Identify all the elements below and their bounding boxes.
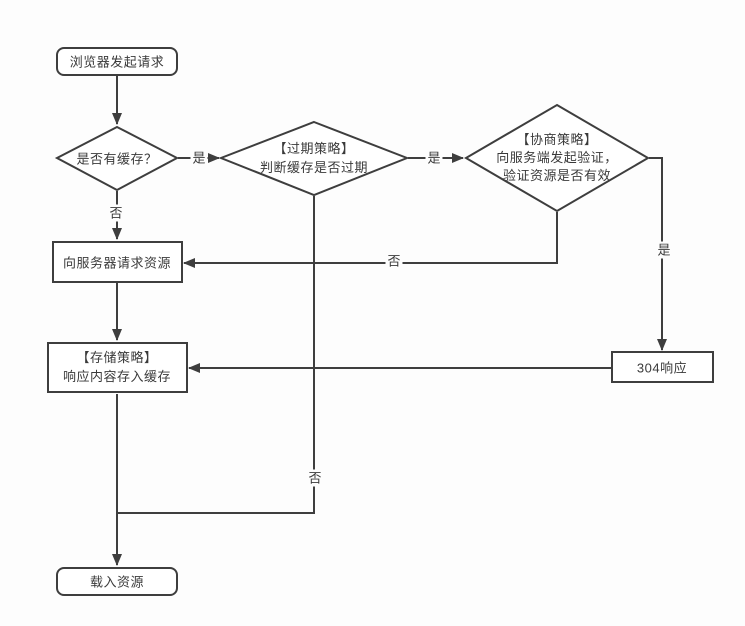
node-304-response: [611, 351, 714, 383]
edge-negotiate-yes-to-304: [649, 157, 667, 351]
start-label: 浏览器发起请求: [69, 54, 165, 70]
edge-label-negotiate-yes: 是: [655, 241, 673, 259]
expire-strategy-line1: 【过期策略】: [273, 141, 355, 156]
has-cache-label: 是否有缓存？: [76, 151, 158, 167]
store-strategy-label: 【存储策略】 响应内容存入缓存: [63, 348, 171, 386]
request-server-label: 向服务器请求资源: [62, 255, 172, 271]
store-strategy-line1: 【存储策略】: [76, 350, 158, 365]
load-resource-label: 载入资源: [89, 574, 145, 590]
node-start: [56, 47, 178, 76]
negotiate-strategy-line2: 向服务端发起验证，: [496, 150, 618, 165]
expire-strategy-label: 【过期策略】 判断缓存是否过期: [260, 139, 368, 177]
node-store-strategy: [47, 342, 188, 393]
edge-label-hascache-yes: 是: [190, 149, 208, 167]
edge-label-expire-yes: 是: [425, 149, 443, 167]
edge-expire-no-to-load: [118, 196, 315, 514]
negotiate-strategy-line1: 【协商策略】: [516, 132, 598, 147]
negotiate-strategy-label: 【协商策略】 向服务端发起验证， 验证资源是否有效: [496, 131, 618, 185]
edge-label-hascache-no: 否: [107, 204, 125, 222]
negotiate-strategy-line3: 验证资源是否有效: [502, 168, 612, 183]
expire-strategy-line2: 判断缓存是否过期: [259, 160, 369, 175]
node-expire-strategy: [218, 120, 410, 197]
store-strategy-line2: 响应内容存入缓存: [62, 369, 172, 384]
edge-negotiate-no-to-request: [183, 212, 558, 268]
node-load-resource: [56, 567, 178, 596]
edge-label-negotiate-no: 否: [385, 252, 403, 270]
node-has-cache: [54, 125, 180, 192]
304-response-label: 304响应: [636, 360, 688, 376]
node-request-server: [52, 241, 183, 283]
edge-label-expire-no: 否: [306, 469, 324, 487]
node-negotiate-strategy: [464, 103, 650, 213]
